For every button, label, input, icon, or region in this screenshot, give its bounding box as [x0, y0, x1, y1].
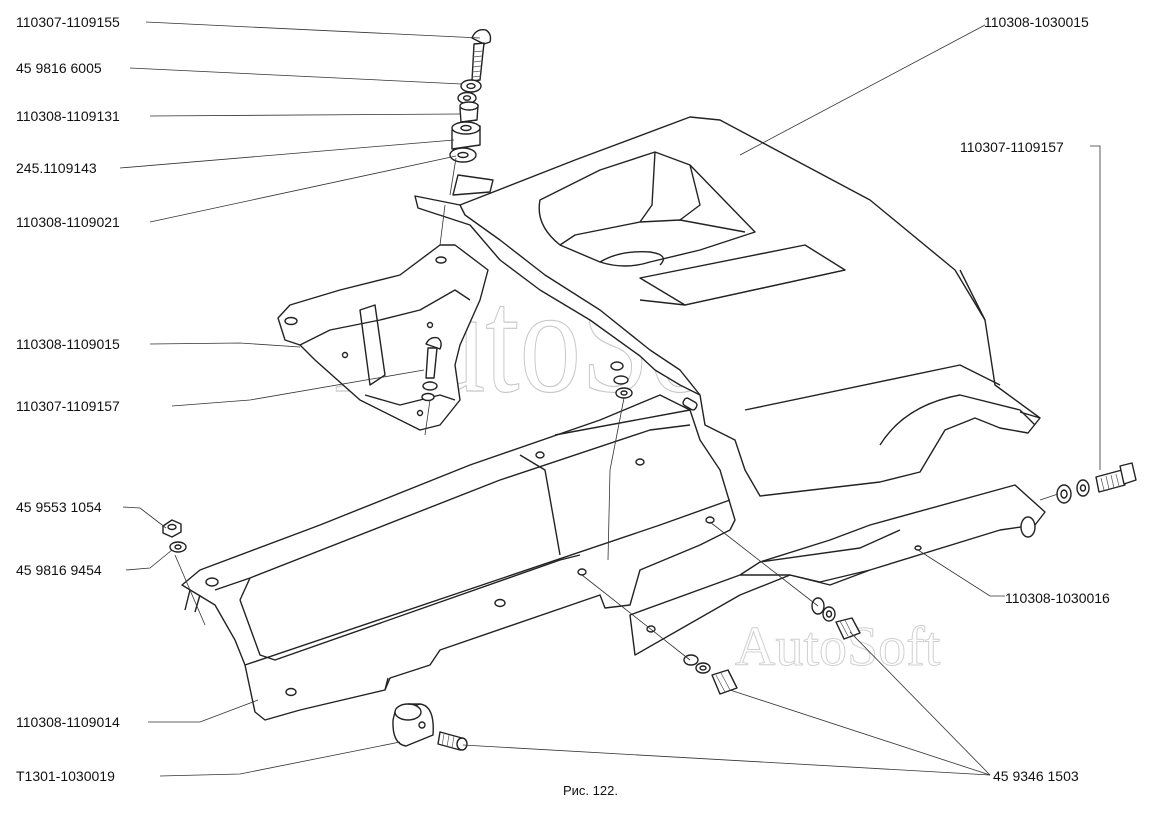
label-45-9816-6005: 45 9816 6005 [16, 60, 102, 76]
label-45-9346-1503: 45 9346 1503 [993, 768, 1079, 784]
right-fasteners [1056, 462, 1137, 504]
label-110308-1109021: 110308-1109021 [16, 214, 120, 230]
top-fasteners [449, 28, 492, 163]
main-cover [414, 116, 1041, 497]
cover-washers [610, 361, 633, 399]
lower-frame [181, 394, 736, 721]
bracket-bolt [421, 336, 442, 402]
side-strip [629, 484, 1046, 656]
clamp-block [392, 703, 468, 751]
label-110307-1109155: 110307-1109155 [16, 14, 120, 30]
label-t1301-1030019: T1301-1030019 [16, 768, 115, 784]
label-110308-1109015: 110308-1109015 [16, 336, 120, 352]
label-45-9816-9454: 45 9816 9454 [16, 562, 102, 578]
label-45-9553-1054: 45 9553 1054 [16, 499, 102, 515]
upper-bracket [277, 244, 489, 431]
left-fasteners [162, 519, 187, 553]
strip-fasteners [683, 597, 861, 695]
label-110308-1030015: 110308-1030015 [984, 14, 1089, 30]
label-110308-1030016: 110308-1030016 [1005, 590, 1110, 606]
label-110307-1109157-left: 110307-1109157 [16, 398, 120, 414]
label-110308-1109014: 110308-1109014 [16, 714, 120, 730]
label-110308-1109131: 110308-1109131 [16, 108, 120, 124]
figure-caption: Рис. 122. [563, 783, 618, 798]
label-110307-1109157-right: 110307-1109157 [960, 139, 1064, 155]
leader-lines [119, 21, 1101, 777]
label-245-1109143: 245.1109143 [16, 160, 97, 176]
